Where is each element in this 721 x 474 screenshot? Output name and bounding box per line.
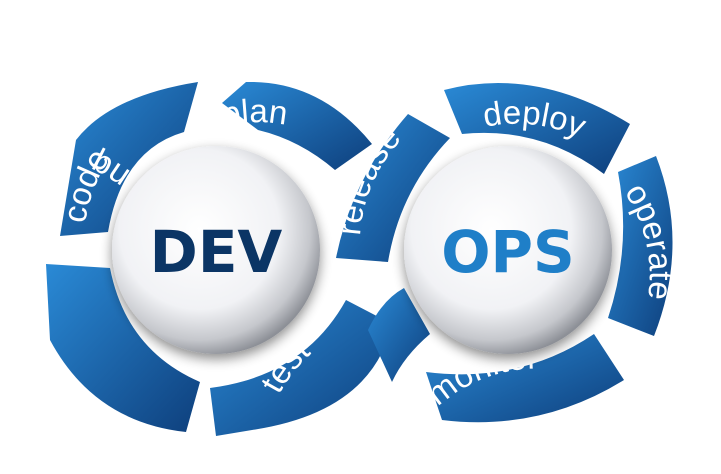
- dev-hub: DEV: [112, 146, 320, 354]
- arrow-segment-code: [60, 82, 198, 236]
- ops-title: OPS: [441, 218, 575, 286]
- ops-loop: [368, 82, 673, 423]
- arrow-segment-test: [210, 300, 392, 436]
- arrow-segment-operate: [608, 156, 673, 336]
- arrow-segment-monitor: [426, 334, 624, 423]
- arrow-segment-deploy: [444, 82, 630, 174]
- ops-hub: OPS: [404, 146, 612, 354]
- arrow-segment-plan: [222, 81, 372, 170]
- dev-hub-circle: [112, 146, 320, 354]
- arrow-segment-crossover: [368, 288, 430, 382]
- arrow-segment-build: [46, 264, 200, 432]
- stage-label-plan: plan: [219, 92, 290, 133]
- ops-hub-circle: [404, 146, 612, 354]
- dev-title: DEV: [150, 218, 283, 286]
- dev-loop: [46, 81, 450, 436]
- arrow-segment-release: [336, 114, 450, 262]
